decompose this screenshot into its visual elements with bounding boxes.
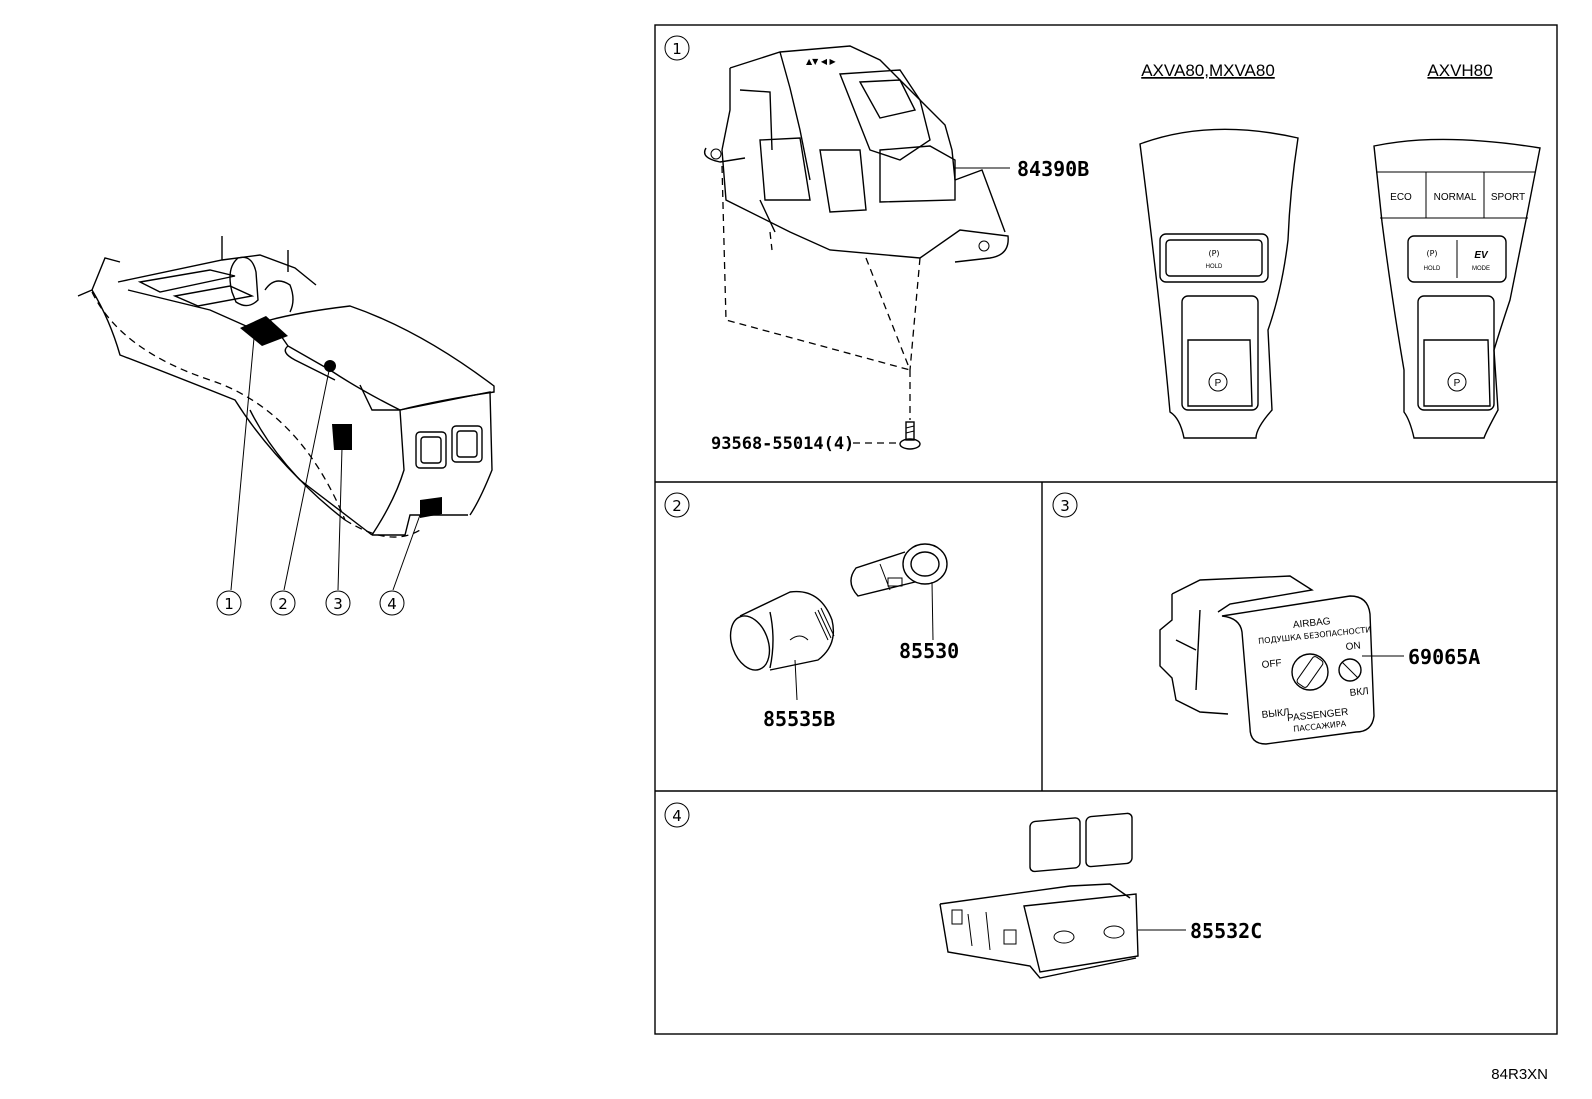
section-3: 3 AIRBAG ПОДУШКА БЕЗОПАСНОСТИ OFF ВЫКЛ O… [1052, 492, 1480, 745]
variant-b-hold-icon: (P) [1426, 249, 1437, 258]
airbag-title: AIRBAG [1292, 616, 1331, 631]
section-1: 1 ▲▼ ◀ ▶ [664, 35, 1541, 454]
power-outlet-socket [850, 543, 948, 597]
airbag-switch: AIRBAG ПОДУШКА БЕЗОПАСНОСТИ OFF ВЫКЛ ON … [1159, 575, 1375, 745]
section-1-callout: 1 [672, 40, 682, 58]
usb-switch [939, 812, 1139, 979]
overview-callout-3: 3 [333, 595, 343, 613]
overview-callout-1: 1 [224, 595, 234, 613]
shift-switch-assembly: ▲▼ ◀ ▶ [703, 45, 1009, 263]
airbag-on-ru-label: ВКЛ [1349, 686, 1369, 699]
power-outlet-cap [729, 590, 835, 671]
mode-button-sport: SPORT [1491, 192, 1525, 203]
airbag-on-label: ON [1345, 640, 1361, 653]
section-3-callout: 3 [1060, 497, 1070, 515]
part-84390B: 84390B [1017, 157, 1089, 181]
detail-frame [654, 24, 1558, 1035]
variant-b-ev-mode-label: MODE [1472, 266, 1490, 272]
variant-b-ev-label: EV [1474, 250, 1489, 261]
airbag-off-label: OFF [1261, 658, 1282, 671]
variant-b-panel: ECO NORMAL SPORT (P) HOLD EV MODE P [1373, 138, 1541, 439]
section-2: 2 85535B 85530 [664, 492, 959, 731]
section-4: 4 85532C [664, 802, 1262, 979]
variant-a-park-label: P [1215, 378, 1222, 389]
overview-callout-2: 2 [278, 595, 288, 613]
part-93568-55014: 93568-55014(4) [711, 434, 854, 454]
variant-a-hold-icon: (P) [1208, 249, 1219, 258]
variant-a-label: AXVA80,MXVA80 [1141, 61, 1275, 80]
mode-button-eco: ECO [1390, 192, 1412, 203]
part-85530: 85530 [899, 639, 959, 663]
console-overview: 1 2 3 4 [77, 236, 495, 616]
airbag-off-ru-label: ВЫКЛ [1261, 707, 1290, 721]
section-2-callout: 2 [672, 497, 682, 515]
shift-switch-mini-label: ▲▼ ◀ ▶ [806, 57, 837, 66]
variant-b-hold-label: HOLD [1424, 266, 1441, 272]
part-69065A: 69065A [1408, 645, 1480, 669]
location-marker-4 [420, 497, 442, 518]
part-85532C: 85532C [1190, 919, 1262, 943]
overview-callout-4: 4 [387, 595, 397, 613]
variant-b-park-label: P [1454, 378, 1461, 389]
variant-a-panel: (P) HOLD P [1139, 128, 1299, 439]
mode-button-normal: NORMAL [1434, 192, 1477, 203]
section-4-callout: 4 [672, 807, 682, 825]
variant-b-label: AXVH80 [1427, 61, 1492, 80]
variant-a-hold-label: HOLD [1206, 264, 1223, 270]
diagram-code: 84R3XN [1491, 1066, 1548, 1083]
location-marker-1 [240, 316, 288, 346]
screw [899, 421, 921, 450]
part-85535B: 85535B [763, 707, 835, 731]
location-marker-3 [332, 424, 352, 450]
